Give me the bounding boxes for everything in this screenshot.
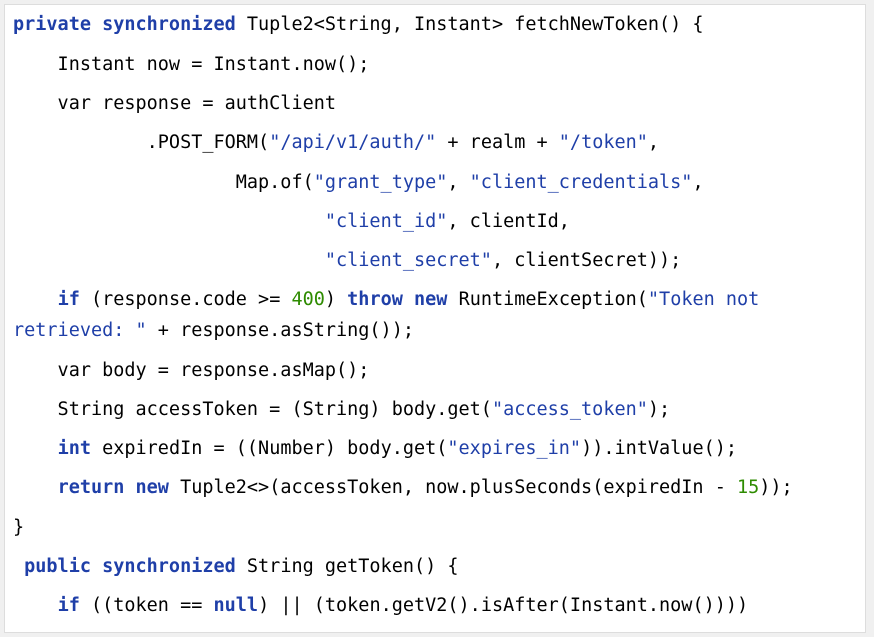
keyword: public — [24, 556, 91, 577]
code-snippet-panel: private synchronized Tuple2<String, Inst… — [4, 4, 866, 633]
code-line: int expiredIn = ((Number) body.get("expi… — [13, 438, 737, 460]
code-text — [13, 289, 58, 310]
keyword: if — [57, 595, 80, 616]
code-text: , — [692, 172, 704, 193]
code-text: + response.asString()); — [146, 320, 414, 341]
code-text: (response.code >= — [79, 289, 292, 310]
code-text: String accessToken = (String) body.get( — [13, 399, 492, 420]
string-literal: "client_credentials" — [469, 172, 693, 193]
keyword: int — [57, 438, 91, 459]
code-text — [13, 250, 325, 271]
code-text: , clientSecret)); — [491, 250, 682, 271]
code-line: "client_id", clientId, — [13, 211, 570, 233]
code-line: private synchronized Tuple2<String, Inst… — [13, 14, 704, 36]
keyword: if — [57, 289, 80, 310]
code-text: + realm + — [436, 132, 559, 153]
keyword: throw — [347, 289, 403, 310]
code-line: Instant now = Instant.now(); — [13, 54, 370, 76]
code-text: ) || (token.getV2().isAfter(Instant.now(… — [258, 595, 749, 616]
code-line: } — [13, 517, 24, 539]
code-text: , — [447, 172, 470, 193]
code-text: , — [647, 132, 660, 153]
code-line: public synchronized String getToken() { — [13, 556, 459, 578]
code-text: , clientId, — [447, 211, 570, 232]
code-line: retrieved: " + response.asString()); — [13, 320, 414, 342]
number-literal: 400 — [291, 289, 325, 310]
code-text: Tuple2<String, Instant> fetchNewToken() … — [235, 14, 704, 35]
code-text — [403, 289, 414, 310]
code-text: .POST_FORM( — [13, 132, 270, 153]
code-text — [13, 438, 58, 459]
code-text: )); — [759, 477, 793, 498]
code-text — [13, 556, 24, 577]
keyword: private — [13, 14, 91, 35]
string-literal: "/token" — [558, 132, 648, 153]
keyword: new — [135, 477, 169, 498]
string-literal: "client_id" — [324, 211, 448, 232]
code-line: return new Tuple2<>(accessToken, now.plu… — [13, 477, 793, 499]
code-text: RuntimeException( — [447, 289, 648, 310]
code-line: var response = authClient — [13, 93, 336, 115]
code-text: String getToken() { — [235, 556, 459, 577]
code-line: if (response.code >= 400) throw new Runt… — [13, 289, 760, 311]
string-literal: "grant_type" — [313, 172, 448, 193]
code-text — [91, 556, 102, 577]
code-line: "client_secret", clientSecret)); — [13, 250, 681, 272]
keyword: synchronized — [102, 556, 236, 577]
code-text: ); — [647, 399, 671, 420]
code-text — [13, 595, 58, 616]
number-literal: 15 — [737, 477, 760, 498]
code-text: )).intValue(); — [581, 438, 737, 459]
code-text: var response = authClient — [13, 93, 337, 114]
keyword: new — [414, 289, 448, 310]
code-text: expiredIn = ((Number) body.get( — [90, 438, 448, 459]
code-text: Map.of( — [13, 172, 314, 193]
code-line: .POST_FORM("/api/v1/auth/" + realm + "/t… — [13, 132, 659, 154]
code-text: Instant now = Instant.now(); — [13, 54, 370, 75]
string-literal: "/api/v1/auth/" — [269, 132, 437, 153]
code-text: Tuple2<>(accessToken, now.plusSeconds(ex… — [168, 477, 737, 498]
string-literal: "client_secret" — [324, 250, 492, 271]
code-text: var body = response.asMap(); — [13, 360, 370, 381]
keyword: null — [213, 595, 259, 616]
code-line: if ((token == null) || (token.getV2().is… — [13, 595, 749, 617]
code-text — [91, 14, 102, 35]
code-text — [124, 477, 135, 498]
code-text: ((token == — [79, 595, 214, 616]
code-text: } — [13, 517, 25, 538]
code-line: var body = response.asMap(); — [13, 360, 370, 382]
code-text: ) — [324, 289, 348, 310]
code-text — [13, 211, 325, 232]
code-line: String accessToken = (String) body.get("… — [13, 399, 671, 421]
string-literal: "access_token" — [491, 399, 648, 420]
code-line: Map.of("grant_type", "client_credentials… — [13, 172, 704, 194]
string-literal: "expires_in" — [447, 438, 582, 459]
string-literal: "Token not — [647, 289, 760, 310]
keyword: synchronized — [102, 14, 236, 35]
keyword: return — [57, 477, 125, 498]
string-literal: retrieved: " — [13, 320, 147, 341]
code-text — [13, 477, 58, 498]
